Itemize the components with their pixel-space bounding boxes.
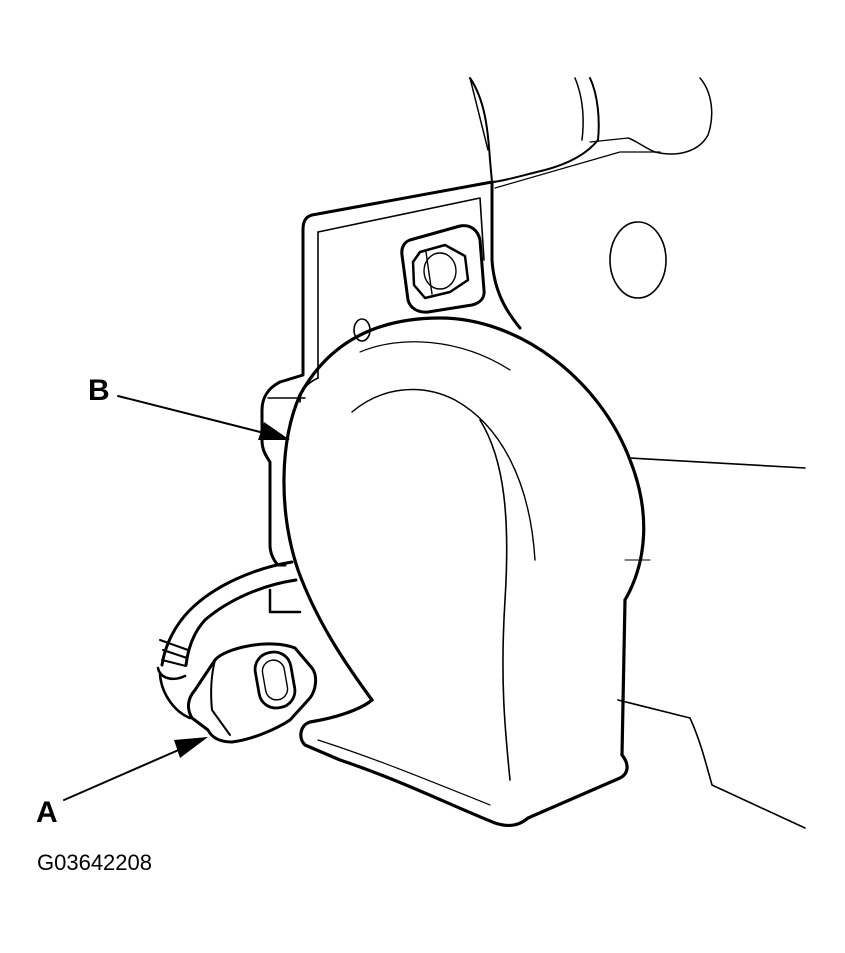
leader-a	[64, 745, 190, 800]
callout-label-b: B	[88, 374, 110, 407]
figure-id: G03642208	[37, 850, 152, 875]
callout-label-a: A	[36, 796, 58, 829]
leader-b	[118, 396, 272, 435]
vehicle-frame	[470, 78, 712, 298]
horn-wire-harness	[158, 562, 296, 718]
mounting-bolt	[402, 226, 484, 313]
horn-body	[284, 318, 644, 825]
arrowhead-b	[258, 422, 290, 440]
horn-connector	[188, 644, 315, 742]
mounting-bracket	[262, 182, 520, 612]
arrowhead-a	[174, 737, 208, 758]
frame-edge-lines	[618, 458, 805, 828]
callout-leaders	[64, 396, 272, 800]
